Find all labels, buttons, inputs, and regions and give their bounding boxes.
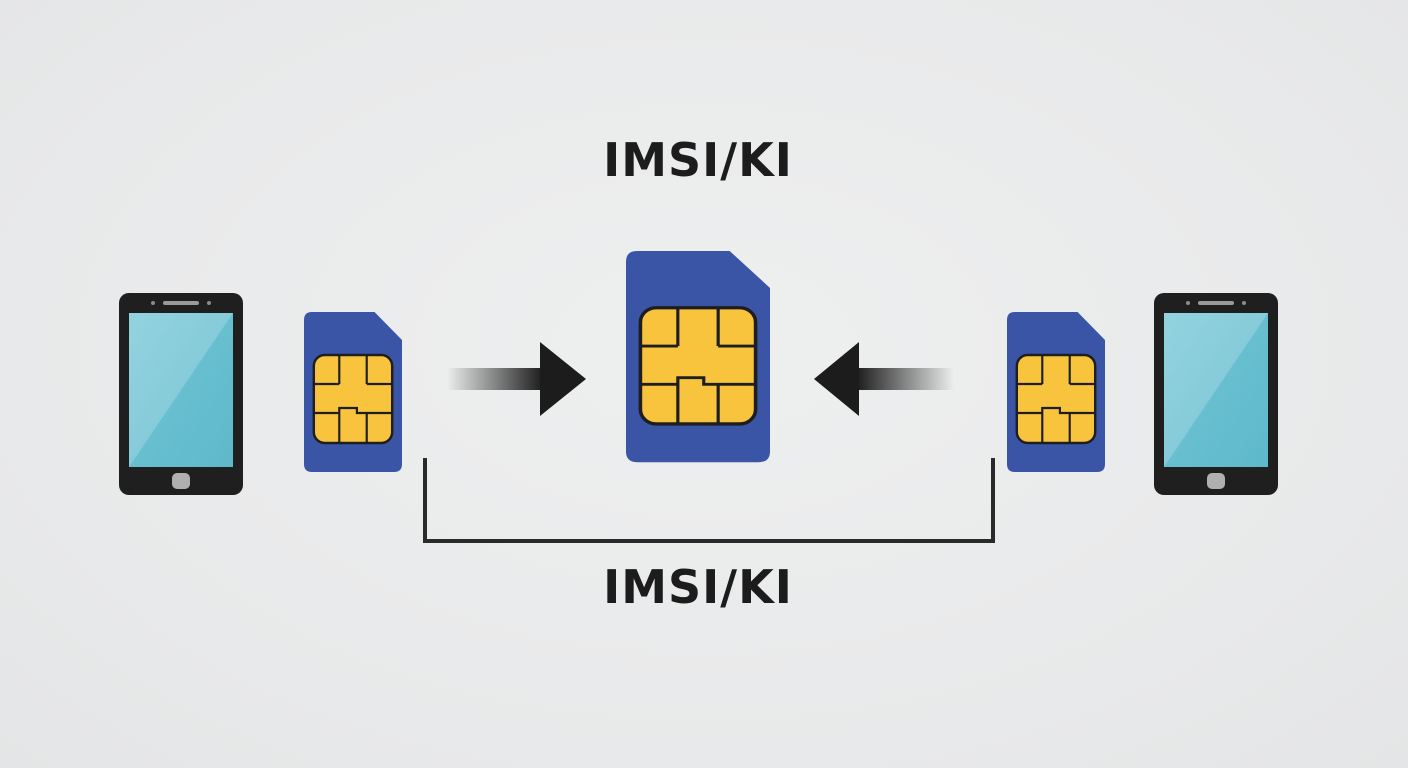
arrow-left-icon (814, 342, 954, 416)
bottom-label: IMSI/KI (603, 560, 793, 614)
left-sim-card-icon (302, 310, 404, 474)
connector-line (423, 458, 995, 543)
right-sim-card-icon (1005, 310, 1107, 474)
left-phone-icon (119, 293, 243, 495)
center-sim-card-icon (624, 249, 772, 465)
top-label: IMSI/KI (603, 133, 793, 187)
right-phone-icon (1154, 293, 1278, 495)
arrow-right-icon (447, 342, 586, 416)
